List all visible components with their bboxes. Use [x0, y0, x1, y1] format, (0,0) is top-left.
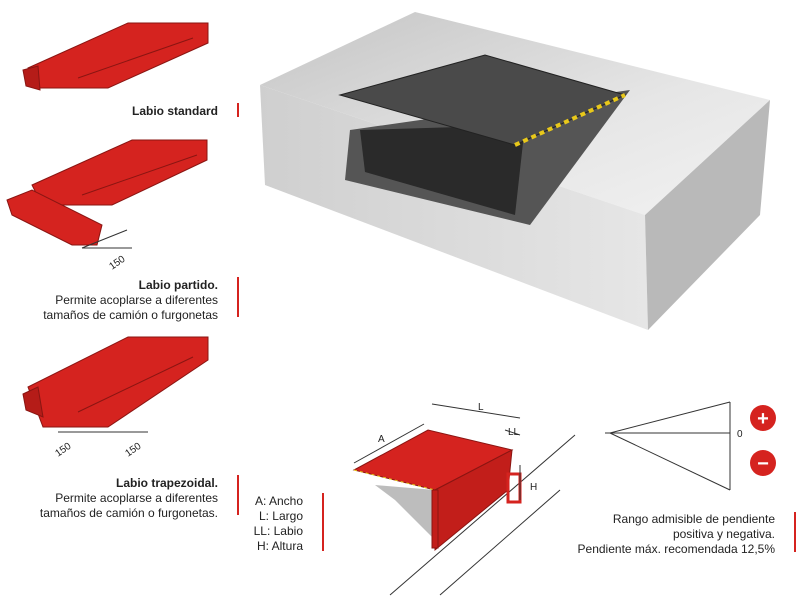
dimension-label-a: A: [378, 434, 385, 445]
slope-range-diagram: 0 + −: [605, 401, 776, 491]
legend-item: A: Ancho: [254, 494, 303, 508]
dimension-label-h: H: [530, 482, 537, 493]
caption-accent-bar: [237, 475, 239, 515]
zero-label: 0: [737, 429, 743, 440]
trapezoidal-lip-caption: Labio trapezoidal. Permite acoplarse a d…: [40, 476, 218, 521]
split-dimension-label: 150: [107, 254, 127, 273]
legend-item: H: Altura: [256, 539, 303, 553]
slope-text: Rango admisible de pendiente: [612, 512, 775, 526]
legend-accent-bar: [322, 493, 324, 551]
lip-title: Labio partido.: [138, 278, 218, 292]
standard-lip-illustration: [22, 22, 209, 91]
legend-item: L: Largo: [258, 509, 303, 523]
lip-description: tamaños de camión o furgonetas: [43, 308, 218, 322]
plus-symbol: +: [757, 408, 769, 430]
leveler-dimensions-diagram: A L LL H: [352, 402, 576, 596]
dock-leveler-pit-render: [260, 12, 770, 330]
slope-accent-bar: [794, 512, 796, 552]
minus-symbol: −: [757, 453, 769, 475]
caption-accent-bar: [237, 103, 239, 117]
lip-title: Labio standard: [131, 104, 218, 118]
slope-caption: Rango admisible de pendiente positiva y …: [578, 512, 775, 557]
lip-title: Labio trapezoidal.: [115, 476, 218, 490]
lip-description: Permite acoplarse a diferentes: [55, 293, 218, 307]
trapezoidal-dimension-label: 150: [123, 441, 143, 460]
trapezoidal-lip-illustration: 150 150: [22, 336, 209, 460]
dimension-legend: A: Ancho L: Largo LL: Labio H: Altura: [254, 494, 303, 554]
standard-lip-caption: Labio standard: [132, 104, 218, 119]
lip-description: tamaños de camión o furgonetas.: [39, 506, 218, 520]
slope-text: positiva y negativa.: [672, 527, 775, 541]
legend-item: LL: Labio: [253, 524, 303, 538]
lip-description: Permite acoplarse a diferentes: [55, 491, 218, 505]
slope-text: Pendiente máx. recomendada 12,5%: [577, 542, 775, 556]
trapezoidal-dimension-label: 150: [53, 441, 73, 460]
minus-icon: [750, 450, 776, 476]
plus-icon: [750, 405, 776, 431]
caption-accent-bar: [237, 277, 239, 317]
split-lip-caption: Labio partido. Permite acoplarse a difer…: [43, 278, 218, 323]
dimension-label-ll: LL: [508, 427, 520, 438]
dimension-label-l: L: [478, 402, 484, 413]
split-lip-illustration: 150: [6, 139, 208, 273]
